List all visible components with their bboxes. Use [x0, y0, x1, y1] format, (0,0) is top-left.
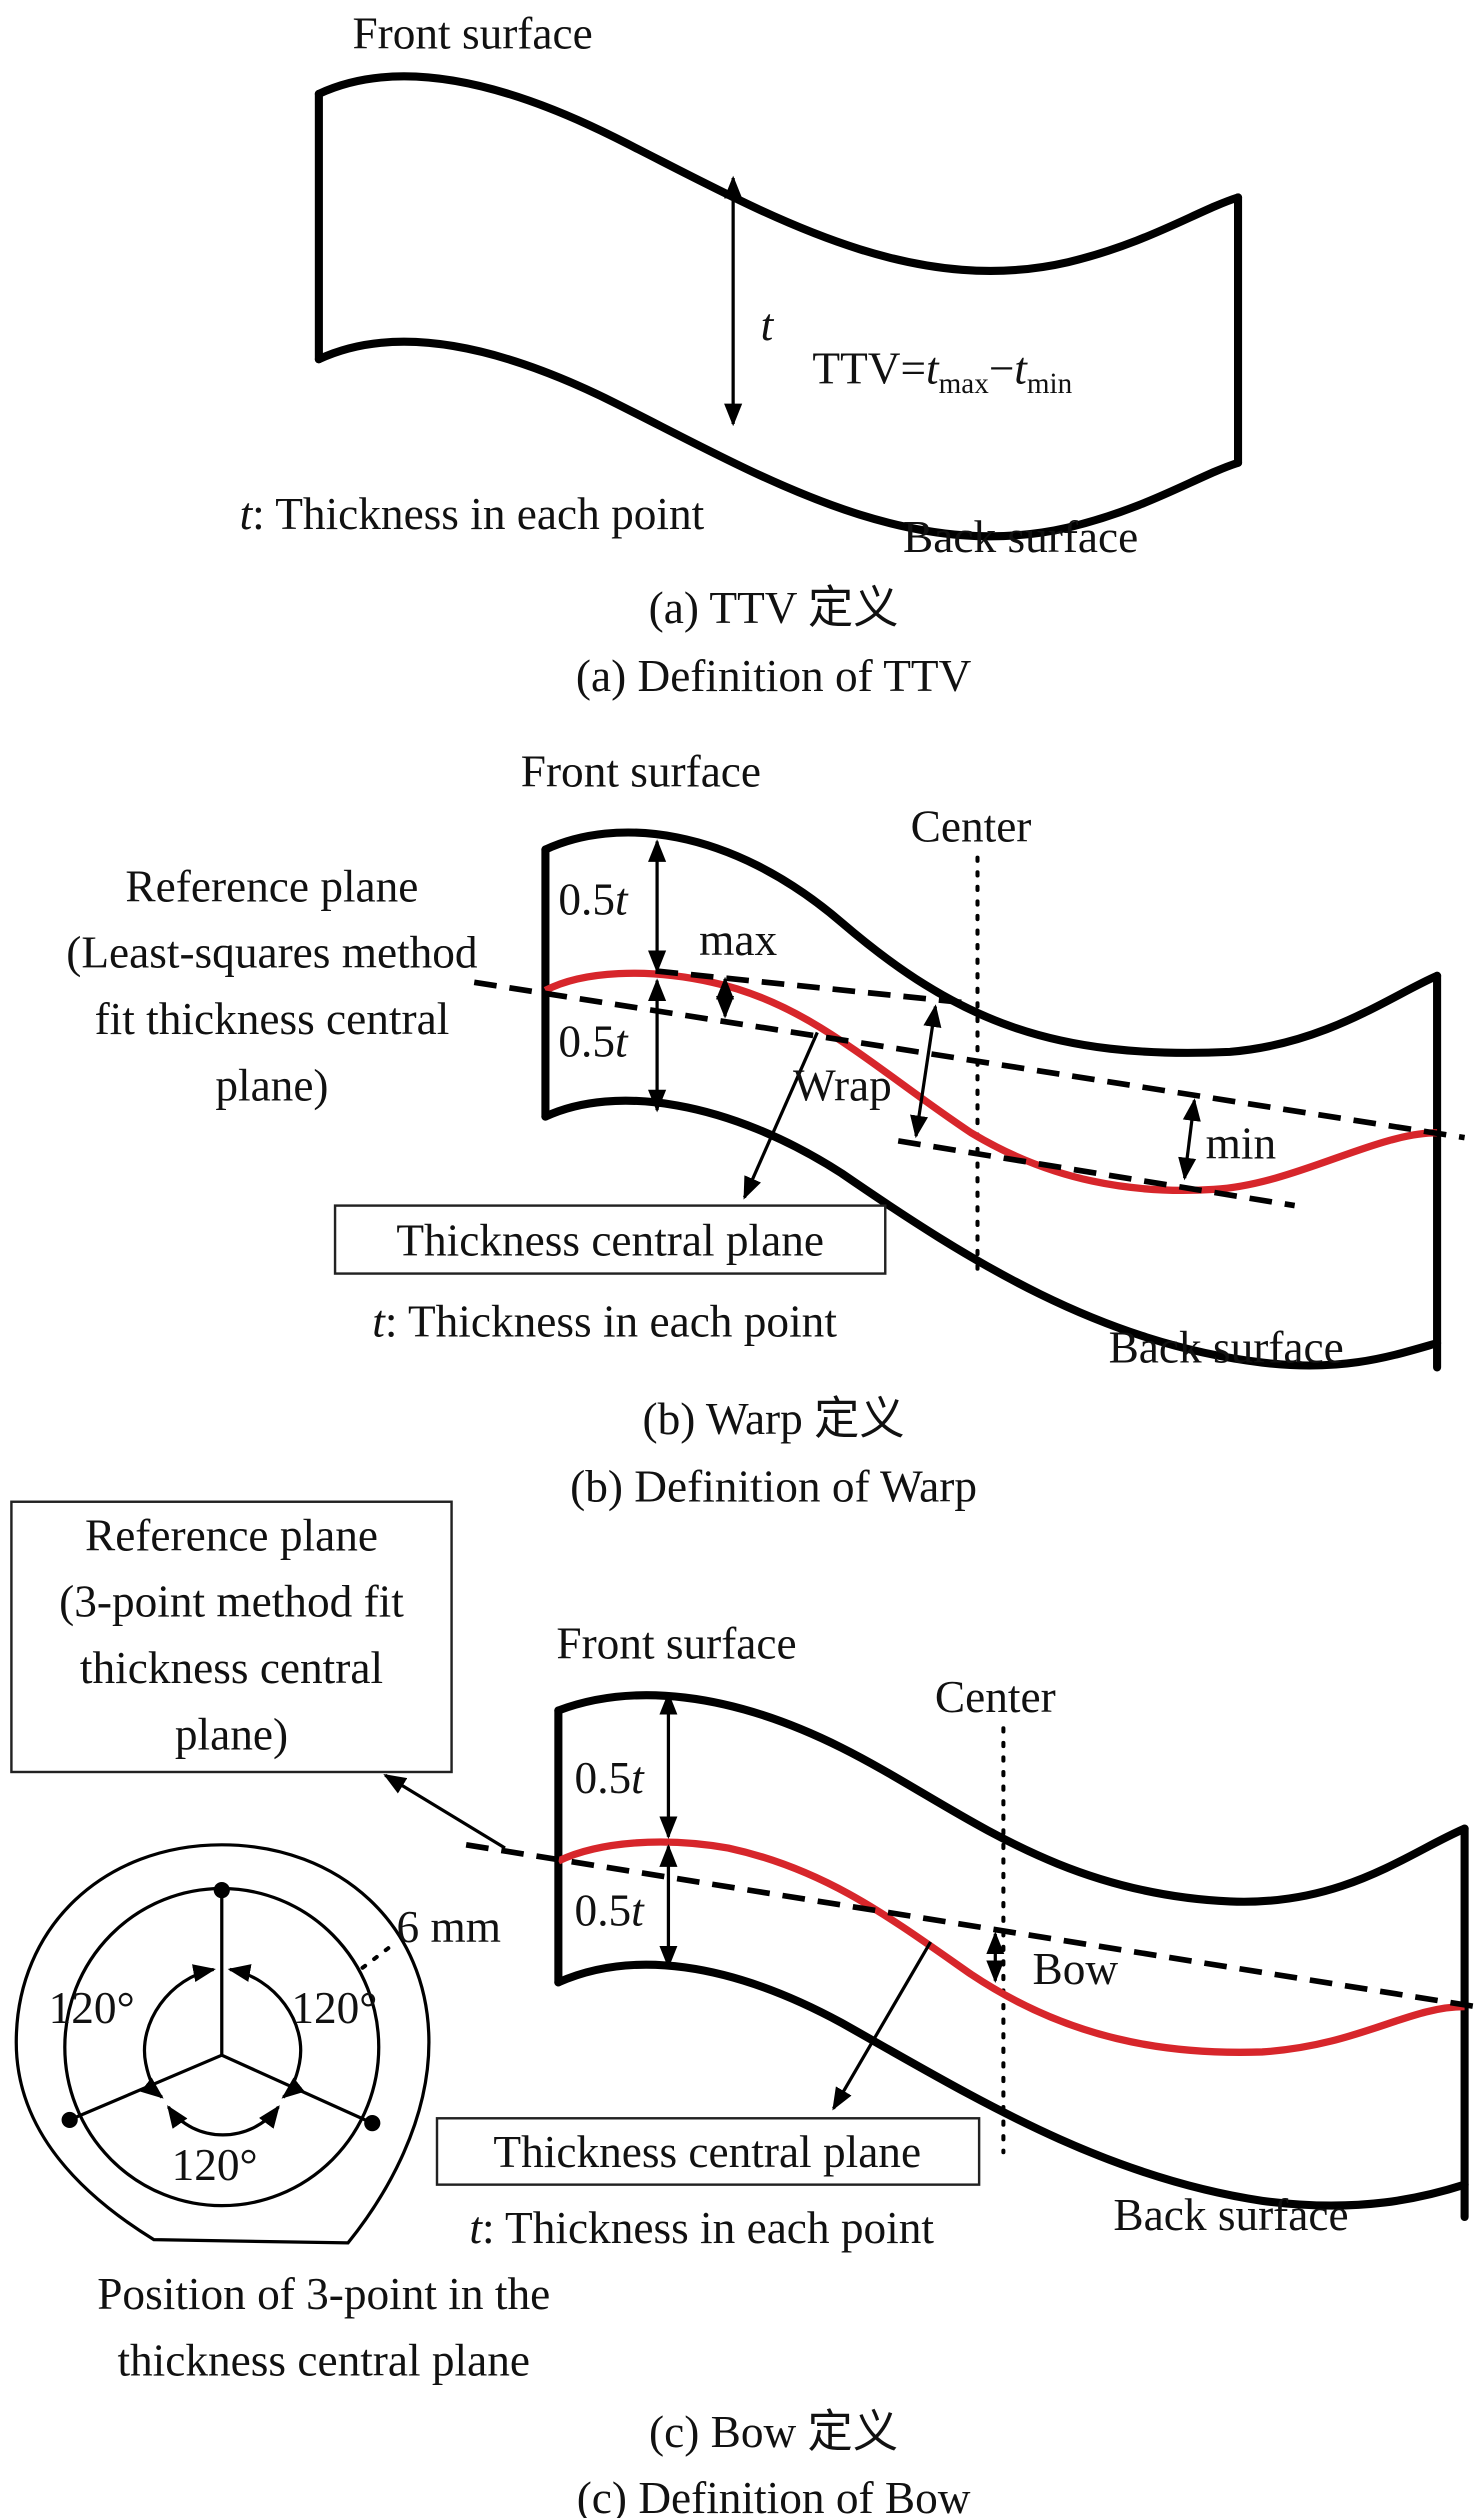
thickness-note: t: Thickness in each point: [469, 2203, 934, 2253]
reference-plane-line-4: plane): [215, 1060, 328, 1110]
spoke-right: [221, 2053, 373, 2125]
reference-plane-box: [10, 1500, 453, 1774]
panel-warp: Front surface Center Reference plane (Le…: [66, 746, 1466, 1512]
point-left: [61, 2111, 78, 2129]
ttv-formula: TTV=tmax−tmin: [812, 344, 1072, 401]
reference-plane-line-1: Reference plane: [125, 861, 418, 911]
reference-plane-line-3: thickness central: [80, 1643, 383, 1693]
edge-distance-line: [360, 1939, 399, 1970]
panel-ttv: Front surface t TTV=tmax−tmin t: Thickne…: [240, 9, 1243, 701]
angle-arc-left: [140, 1964, 216, 2099]
reference-plane-line: [465, 1842, 1476, 2010]
front-surface-label: Front surface: [556, 1619, 796, 1669]
min-arrow: [1178, 1098, 1201, 1181]
point-right: [364, 2115, 381, 2132]
thickness-central-plane-curve: [556, 1838, 1465, 2056]
thickness-note: t: Thickness in each point: [240, 489, 705, 539]
angle-arc-right: [227, 1964, 305, 2099]
half-t-bottom-label: 0.5t: [558, 1017, 629, 1067]
caption-en: (b) Definition of Warp: [570, 1462, 977, 1512]
angle-label-left: 120°: [49, 1983, 135, 2033]
max-label: max: [699, 915, 777, 965]
wafer-outline: [14, 1843, 431, 2245]
circle-caption-line-1: Position of 3-point in the: [97, 2269, 550, 2319]
reference-plane-line-3: fit thickness central: [95, 994, 450, 1044]
caption-en: (c) Definition of Bow: [577, 2473, 971, 2518]
edge-distance-label: 6 mm: [397, 1902, 501, 1952]
angle-label-bottom: 120°: [172, 2140, 258, 2190]
caption-cn: (b) Warp 定义: [643, 1394, 905, 1444]
point-top: [213, 1882, 230, 1899]
central-plane-label: Thickness central plane: [396, 1216, 824, 1266]
reference-plane-line: [473, 979, 1466, 1141]
wrap-label: Wrap: [793, 1060, 892, 1110]
wafer-back-surface: [541, 1096, 1442, 1370]
max-tangent-line: [655, 968, 972, 1007]
back-surface-label: Back surface: [1109, 1323, 1344, 1373]
angle-label-right: 120°: [291, 1983, 377, 2033]
panel-bow: Reference plane (3-point method fit thic…: [10, 1500, 1476, 2518]
three-point-circle: 6 mm 120° 120° 120°: [14, 1843, 501, 2245]
reference-plane-pointer: [383, 1773, 506, 1850]
reference-plane-line-1: Reference plane: [85, 1510, 378, 1560]
circle-caption-line-2: thickness central plane: [117, 2336, 530, 2386]
central-plane-pointer: [742, 1031, 819, 1200]
bow-label: Bow: [1033, 1944, 1119, 1994]
half-t-top-label: 0.5t: [575, 1753, 646, 1803]
min-tangent-line: [897, 1138, 1296, 1209]
central-plane-label: Thickness central plane: [493, 2127, 921, 2177]
reference-plane-line-4: plane): [175, 1709, 288, 1759]
caption-cn: (a) TTV 定义: [649, 583, 899, 633]
caption-en: (a) Definition of TTV: [576, 651, 972, 701]
wafer-back-surface: [554, 1960, 1469, 2210]
front-surface-label: Front surface: [352, 9, 592, 59]
angle-arc-bottom: [167, 2105, 280, 2137]
wafer-front-surface: [314, 72, 1243, 275]
wafer-front-surface: [541, 828, 1442, 1057]
wafer-front-surface: [554, 1691, 1469, 1906]
central-plane-pointer: [832, 1941, 932, 2111]
half-t-top-label: 0.5t: [558, 874, 629, 924]
thickness-central-plane-curve: [543, 969, 1438, 1195]
wafer-back-surface: [314, 337, 1243, 541]
min-label: min: [1206, 1119, 1276, 1169]
reference-plane-line-2: (3-point method fit: [59, 1577, 404, 1627]
reference-plane-line-2: (Least-squares method: [66, 928, 478, 978]
warp-arrow: [910, 1004, 942, 1139]
center-label: Center: [935, 1672, 1056, 1722]
t-symbol: t: [761, 300, 775, 350]
central-plane-box: [435, 2117, 981, 2186]
half-t-bottom-label: 0.5t: [575, 1886, 646, 1936]
front-surface-label: Front surface: [521, 746, 761, 796]
center-label: Center: [911, 801, 1032, 851]
back-surface-label: Back surface: [903, 512, 1138, 562]
back-surface-label: Back surface: [1113, 2190, 1348, 2240]
central-plane-box: [333, 1204, 887, 1275]
thickness-note: t: Thickness in each point: [372, 1297, 837, 1347]
caption-cn: (c) Bow 定义: [649, 2407, 898, 2457]
